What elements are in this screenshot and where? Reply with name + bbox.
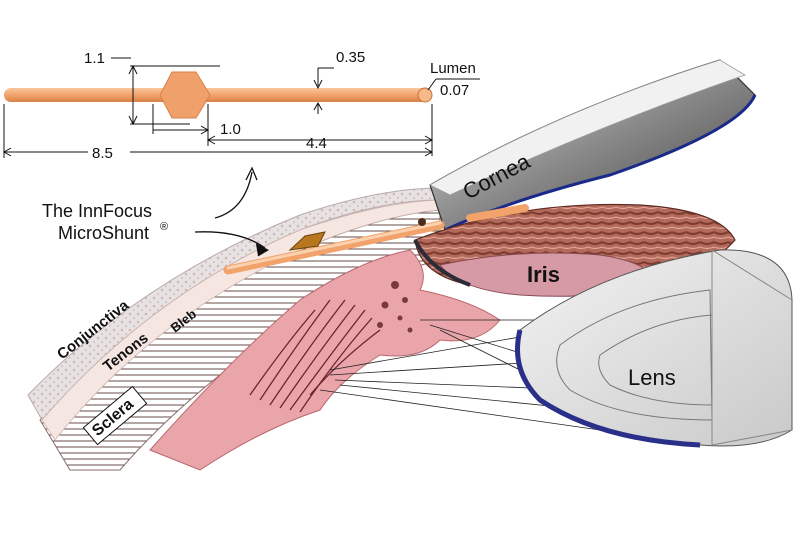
shunt-fin [159, 71, 211, 119]
pointer-arrow-right [194, 231, 266, 249]
muscle-fibers [249, 299, 381, 413]
device-label-line2: MicroShunt [58, 223, 149, 243]
dim-lumen-label: Lumen [430, 60, 476, 77]
dim-lumen-value: 0.07 [440, 82, 469, 99]
label-iris: Iris [527, 262, 560, 287]
shunt-lumen-end [417, 87, 433, 103]
shunt-tube [4, 88, 430, 102]
dim-tube-diameter: 0.35 [336, 49, 365, 66]
dim-bulb-height: 1.1 [84, 50, 105, 67]
pointer-arrow-up [214, 171, 253, 219]
tissue-vessels [377, 281, 413, 333]
ciliary-tissue [149, 249, 501, 471]
dim-total-length: 8.5 [92, 145, 113, 162]
dim-bulb-length: 1.0 [220, 121, 241, 138]
registered-mark: ® [160, 221, 168, 233]
implanted-shunt-fin [288, 231, 326, 251]
iris-dark-edge [413, 239, 471, 287]
shunt-tip-in-chamber [466, 204, 529, 222]
cornea-top-face [429, 59, 746, 196]
lens-layers [556, 249, 793, 446]
lens-capsule-edge [515, 329, 701, 448]
implanted-shunt-highlight [226, 221, 442, 270]
dim-tip-length: 4.4 [306, 135, 327, 152]
microshunt-dimension-drawing: 1.1 0.35 Lumen 0.07 1.0 4.4 8.5 [2, 49, 480, 162]
device-label-line1: The InnFocus [42, 201, 152, 221]
implanted-shunt [223, 220, 445, 275]
label-lens: Lens [628, 365, 676, 390]
